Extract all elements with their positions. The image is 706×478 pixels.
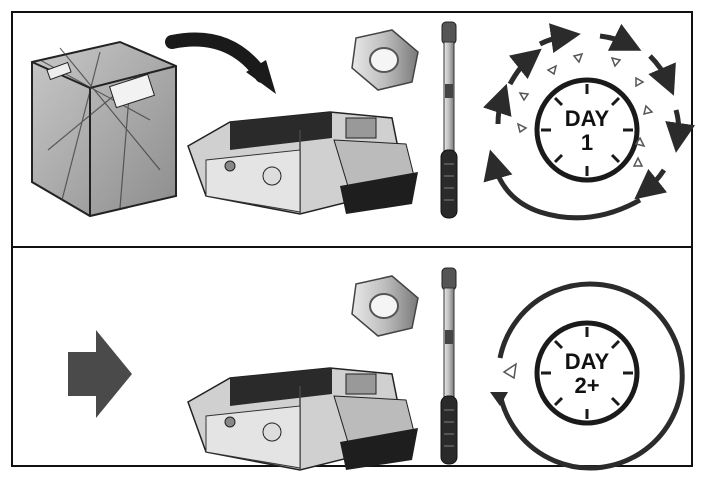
row-divider [11,246,693,248]
day1-torque-marks [516,52,654,167]
arrow-right-icon [68,330,132,418]
package-icon [31,40,177,218]
torque-wrench-icon [440,267,458,465]
day2-repeat-arrow [490,281,685,471]
hex-nut-icon [351,275,419,337]
day1-dial: DAY 1 [534,77,640,183]
day2-label-line1: DAY [565,349,610,374]
day1-label-line1: DAY [565,106,610,131]
day2-torque-mark [502,362,517,380]
crusher-unit-icon [187,111,418,215]
day1-label-line2: 1 [581,130,593,155]
torque-wrench-icon [440,21,458,219]
hex-nut-icon [351,29,419,91]
crusher-unit-icon [187,367,418,471]
curved-arrow-icon [165,32,276,94]
day2-dial: DAY 2+ [534,320,640,426]
day2-label-line2: 2+ [574,373,599,398]
day1-repeat-arrows [483,23,695,221]
